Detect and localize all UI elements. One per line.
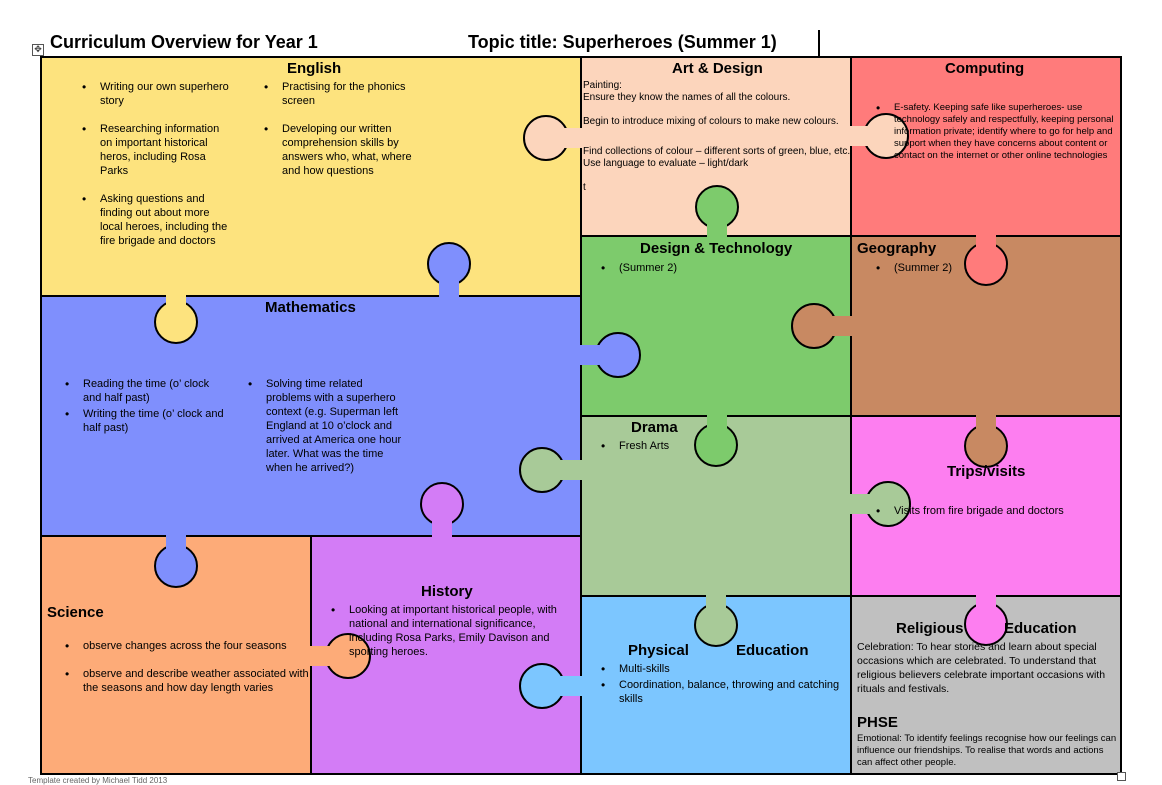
list-item: (Summer 2) [876,261,1076,275]
history-title: History [421,583,473,600]
table-resize-handle[interactable] [1117,772,1126,781]
art-line: Find collections of colour – different s… [583,146,851,157]
list-item: Multi-skills [601,662,846,676]
pe-title-right: Education [736,642,809,659]
maths-title: Mathematics [265,299,356,316]
dt-tab-top [695,185,739,244]
art-line [583,104,853,116]
page-title: Curriculum Overview for Year 1 [50,32,318,52]
history-list: Looking at important historical people, … [331,603,576,673]
list-item: E-safety. Keeping safe like superheroes-… [876,102,1120,162]
drama-list: Fresh Arts [601,439,801,467]
list-item: Fresh Arts [601,439,801,453]
science-title: Science [47,604,104,621]
re-title-left: Religious [896,620,964,637]
art-line: Begin to introduce mixing of colours to … [583,116,839,127]
trips-title: Trips/visits [947,463,1026,480]
list-item: Reading the time (o’ clock and half past… [65,377,225,405]
grid-border [40,56,1122,775]
maths-list-2: Solving time related problems with a sup… [248,377,408,489]
art-tab-left [523,115,589,161]
drama-tab-left [519,447,588,493]
list-item: observe and describe weather associated … [65,667,310,695]
maths-tab-down [154,528,198,588]
text-cursor [818,30,820,56]
phse-title: PHSE [857,714,898,731]
re-text: Celebration: To hear stories and learn a… [857,641,1106,695]
list-item: Writing our own superhero story [82,80,230,108]
phse-text: Emotional: To identify feelings recognis… [857,733,1117,768]
drama-title: Drama [631,419,678,436]
list-item: Solving time related problems with a sup… [248,377,408,475]
art-line [583,128,853,140]
footer-credit: Template created by Michael Tidd 2013 [28,776,168,785]
drama-tab-down [694,588,738,647]
english-title: English [287,60,342,77]
english-tab-down [154,288,198,344]
art-line: Painting: [583,80,622,91]
maths-list-1: Reading the time (o’ clock and half past… [65,377,225,437]
history-tab-up [420,482,464,542]
maths-tab-right [573,332,641,378]
list-item: Coordination, balance, throwing and catc… [601,678,846,706]
list-item: Writing the time (o’ clock and half past… [65,407,225,435]
pe-tab-left [519,663,588,709]
art-line [583,170,853,182]
science-list: observe changes across the four seasons … [65,639,310,709]
pe-title-left: Physical [628,642,689,659]
list-item: observe changes across the four seasons [65,639,310,653]
english-list-2: Practising for the phonics screen Develo… [264,80,412,192]
list-item: Practising for the phonics screen [264,80,412,108]
computing-title: Computing [945,60,1025,77]
art-title: Art & Design [672,60,763,77]
trips-tab-down [964,588,1008,646]
list-item: Looking at important historical people, … [331,603,576,659]
table-move-handle[interactable]: ✥ [32,44,44,56]
geography-tab-down [964,408,1008,468]
trips-list: Visits from fire brigade and doctors [876,504,1116,532]
geography-tab-left [791,303,860,349]
geography-title: Geography [857,240,937,257]
dt-list: (Summer 2) [601,261,821,289]
list-item: Asking questions and finding out about m… [82,192,230,248]
list-item: Researching information on important his… [82,122,230,178]
dt-title: Design & Technology [640,240,793,257]
geography-list: (Summer 2) [876,261,1076,289]
art-line: Use language to evaluate – light/dark [583,158,749,169]
maths-tab-up [427,242,471,304]
topic-title: Topic title: Superheroes (Summer 1) [468,32,777,52]
list-item: (Summer 2) [601,261,821,275]
art-line: Ensure they know the names of all the co… [583,92,791,103]
computing-list: E-safety. Keeping safe like superheroes-… [876,102,1120,176]
english-list-1: Writing our own superhero story Research… [82,80,230,262]
list-item: Visits from fire brigade and doctors [876,504,1116,518]
pe-list: Multi-skills Coordination, balance, thro… [601,662,846,708]
list-item: Developing our written comprehension ski… [264,122,412,178]
art-line: t [583,182,586,193]
re-title-right: Education [1004,620,1077,637]
art-text: Painting: Ensure they know the names of … [583,80,853,194]
